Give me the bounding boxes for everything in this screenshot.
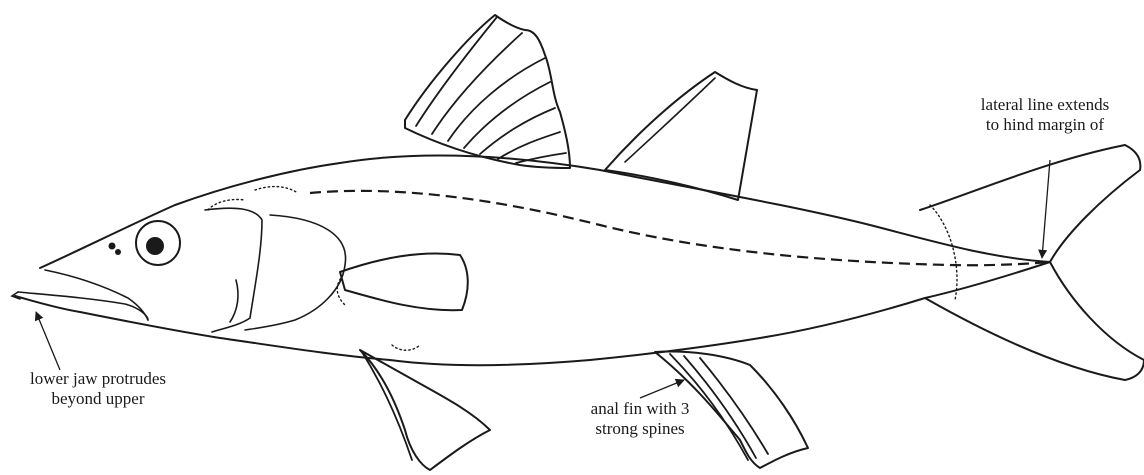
lateral-line-arrow bbox=[1042, 160, 1050, 258]
fish-body bbox=[12, 156, 1050, 470]
lateral-line-annotation-line1: lateral line extends bbox=[946, 95, 1144, 115]
spiny-dorsal-fin bbox=[405, 15, 570, 168]
soft-dorsal-fin bbox=[605, 72, 757, 200]
anal-fin-arrow bbox=[640, 380, 684, 398]
lower-jaw-arrow bbox=[36, 312, 60, 370]
anal-fin-annotation-line1: anal fin with 3 bbox=[560, 399, 720, 419]
lower-jaw-annotation: lower jaw protrudes beyond upper bbox=[18, 369, 178, 409]
lower-jaw-annotation-line1: lower jaw protrudes bbox=[18, 369, 178, 389]
annotation-arrows bbox=[36, 160, 1050, 398]
lateral-line-annotation-line2: to hind margin of bbox=[946, 115, 1144, 135]
lateral-line-annotation: lateral line extends to hind margin of bbox=[946, 95, 1144, 135]
caudal-fin bbox=[920, 145, 1144, 380]
anal-fin-annotation: anal fin with 3 strong spines bbox=[560, 399, 720, 439]
lower-jaw-annotation-line2: beyond upper bbox=[18, 389, 178, 409]
anal-fin-annotation-line2: strong spines bbox=[560, 419, 720, 439]
